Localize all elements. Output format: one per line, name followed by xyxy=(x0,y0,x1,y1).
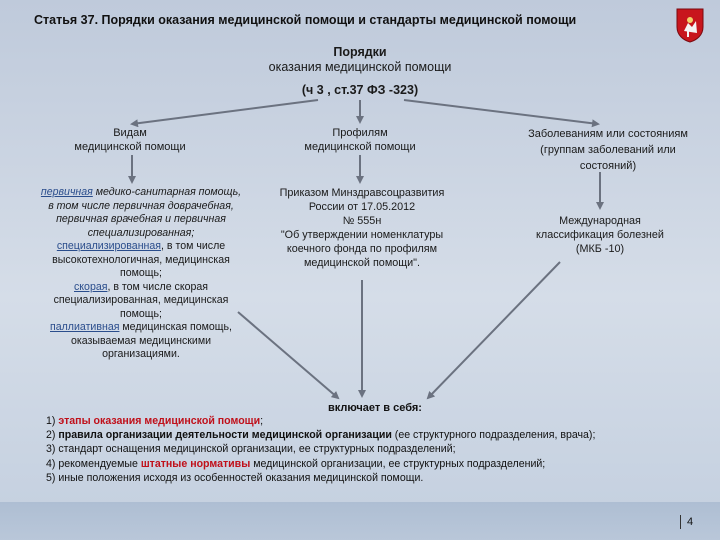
types-column-heading: Видам медицинской помощи xyxy=(40,126,220,154)
item1-highlight: этапы оказания медицинской помощи xyxy=(58,415,261,427)
profiles-heading-line2: медицинской помощи xyxy=(304,141,416,153)
includes-item-4: 4) рекомендуемые штатные нормативы медиц… xyxy=(46,457,706,471)
emergency-care-link[interactable]: скорая xyxy=(74,280,108,293)
specialized-care-line1: специализированная, в том числе xyxy=(22,240,260,254)
diseases-heading-line1: Заболеваниям или состояниям xyxy=(528,128,688,140)
procedures-heading-line1: Порядки xyxy=(333,45,387,59)
icd-line3: (МКБ -10) xyxy=(575,243,625,255)
specialized-care-line2: высокотехнологичная, медицинская xyxy=(52,253,230,266)
specialized-care-link[interactable]: специализированная xyxy=(56,240,162,252)
icd-classification-text: Международная классификация болезней (МК… xyxy=(530,214,670,256)
diseases-column-heading: Заболеваниям или состояниям (группам заб… xyxy=(508,126,708,174)
item4-lead: 4) рекомендуемые xyxy=(46,457,141,470)
primary-care-link[interactable]: первичная xyxy=(40,186,93,198)
moscow-coat-of-arms-icon xyxy=(676,8,704,43)
item4-tail: медицинской организации, ее структурных … xyxy=(250,457,546,470)
care-types-list: первичная медико-санитарная помощь, в то… xyxy=(22,186,260,362)
item1-number: 1) xyxy=(46,415,59,427)
order-line3: № 555н xyxy=(342,215,382,227)
item4-highlight: штатные нормативы xyxy=(140,457,251,470)
item2-number: 2) xyxy=(46,429,59,442)
order-line2: России от 17.05.2012 xyxy=(308,201,416,213)
emergency-care-line3: помощь; xyxy=(120,307,162,320)
includes-item-5: 5) иные положения исходя из особенностей… xyxy=(46,471,424,484)
procedures-heading: Порядки оказания медицинской помощи xyxy=(260,45,460,75)
primary-care-line4: специализированная; xyxy=(87,226,195,239)
item2-highlight: правила организации деятельности медицин… xyxy=(58,429,392,442)
order-line4: "Об утверждении номенклатуры xyxy=(280,229,444,241)
primary-care-text: медико-санитарная помощь, xyxy=(92,186,242,198)
includes-heading: включает в себя: xyxy=(328,402,422,414)
page-number: 4 xyxy=(680,515,693,529)
palliative-care-link[interactable]: паллиативная xyxy=(50,321,120,333)
order-line5: коечного фонда по профилям xyxy=(286,243,438,255)
profiles-heading-line1: Профилям xyxy=(332,127,388,139)
primary-care-line1: первичная медико-санитарная помощь, xyxy=(22,186,260,200)
includes-list: 1) этапы оказания медицинской помощи; 2)… xyxy=(46,414,706,485)
specialized-care-text: , в том числе xyxy=(161,240,226,252)
diseases-heading-line3: состояний) xyxy=(579,160,637,172)
palliative-care-line3: организациями. xyxy=(102,348,180,360)
primary-care-line3: первичная врачебная и первичная xyxy=(56,213,226,225)
diseases-heading-line2: (группам заболеваний или xyxy=(540,144,676,156)
arrow-types-to-includes xyxy=(237,311,340,400)
includes-item-3: 3) стандарт оснащения медицинской органи… xyxy=(46,443,456,456)
ministry-order-text: Приказом Минздравсоцразвития России от 1… xyxy=(266,186,458,270)
palliative-care-text: медицинская помощь, xyxy=(119,321,232,333)
procedures-heading-line2: оказания медицинской помощи xyxy=(268,60,452,74)
includes-item-2: 2) правила организации деятельности меди… xyxy=(46,428,706,442)
emergency-care-line1: скорая, в том числе скорая xyxy=(22,281,260,295)
item2-tail: (ее структурного подразделения, врача); xyxy=(391,429,596,442)
types-heading-line2: медицинской помощи xyxy=(74,141,186,153)
arrow-to-diseases xyxy=(403,99,600,128)
emergency-care-text: , в том числе скорая xyxy=(107,280,208,293)
types-heading-line1: Видам xyxy=(113,127,147,139)
palliative-care-line1: паллиативная медицинская помощь, xyxy=(22,321,260,335)
specialized-care-line3: помощь; xyxy=(120,267,162,279)
order-line6: медицинской помощи". xyxy=(303,257,420,269)
includes-item-1: 1) этапы оказания медицинской помощи; xyxy=(46,414,706,428)
item1-tail: ; xyxy=(260,415,264,427)
order-line1: Приказом Минздравсоцразвития xyxy=(279,187,445,199)
icd-line2: классификация болезней xyxy=(536,229,664,241)
icd-line1: Международная xyxy=(559,215,641,227)
arrow-to-types xyxy=(130,99,319,128)
palliative-care-line2: оказываемая медицинскими xyxy=(70,334,212,347)
emergency-care-line2: специализированная, медицинская xyxy=(53,294,229,306)
arrow-mkb-to-includes xyxy=(426,261,561,400)
law-reference: (ч 3 , ст.37 ФЗ -323) xyxy=(301,83,419,97)
profiles-column-heading: Профилям медицинской помощи xyxy=(270,126,450,154)
footer-bar xyxy=(0,502,720,540)
slide-title: Статья 37. Порядки оказания медицинской … xyxy=(34,13,577,27)
primary-care-line2: в том числе первичная доврачебная, xyxy=(48,199,234,212)
